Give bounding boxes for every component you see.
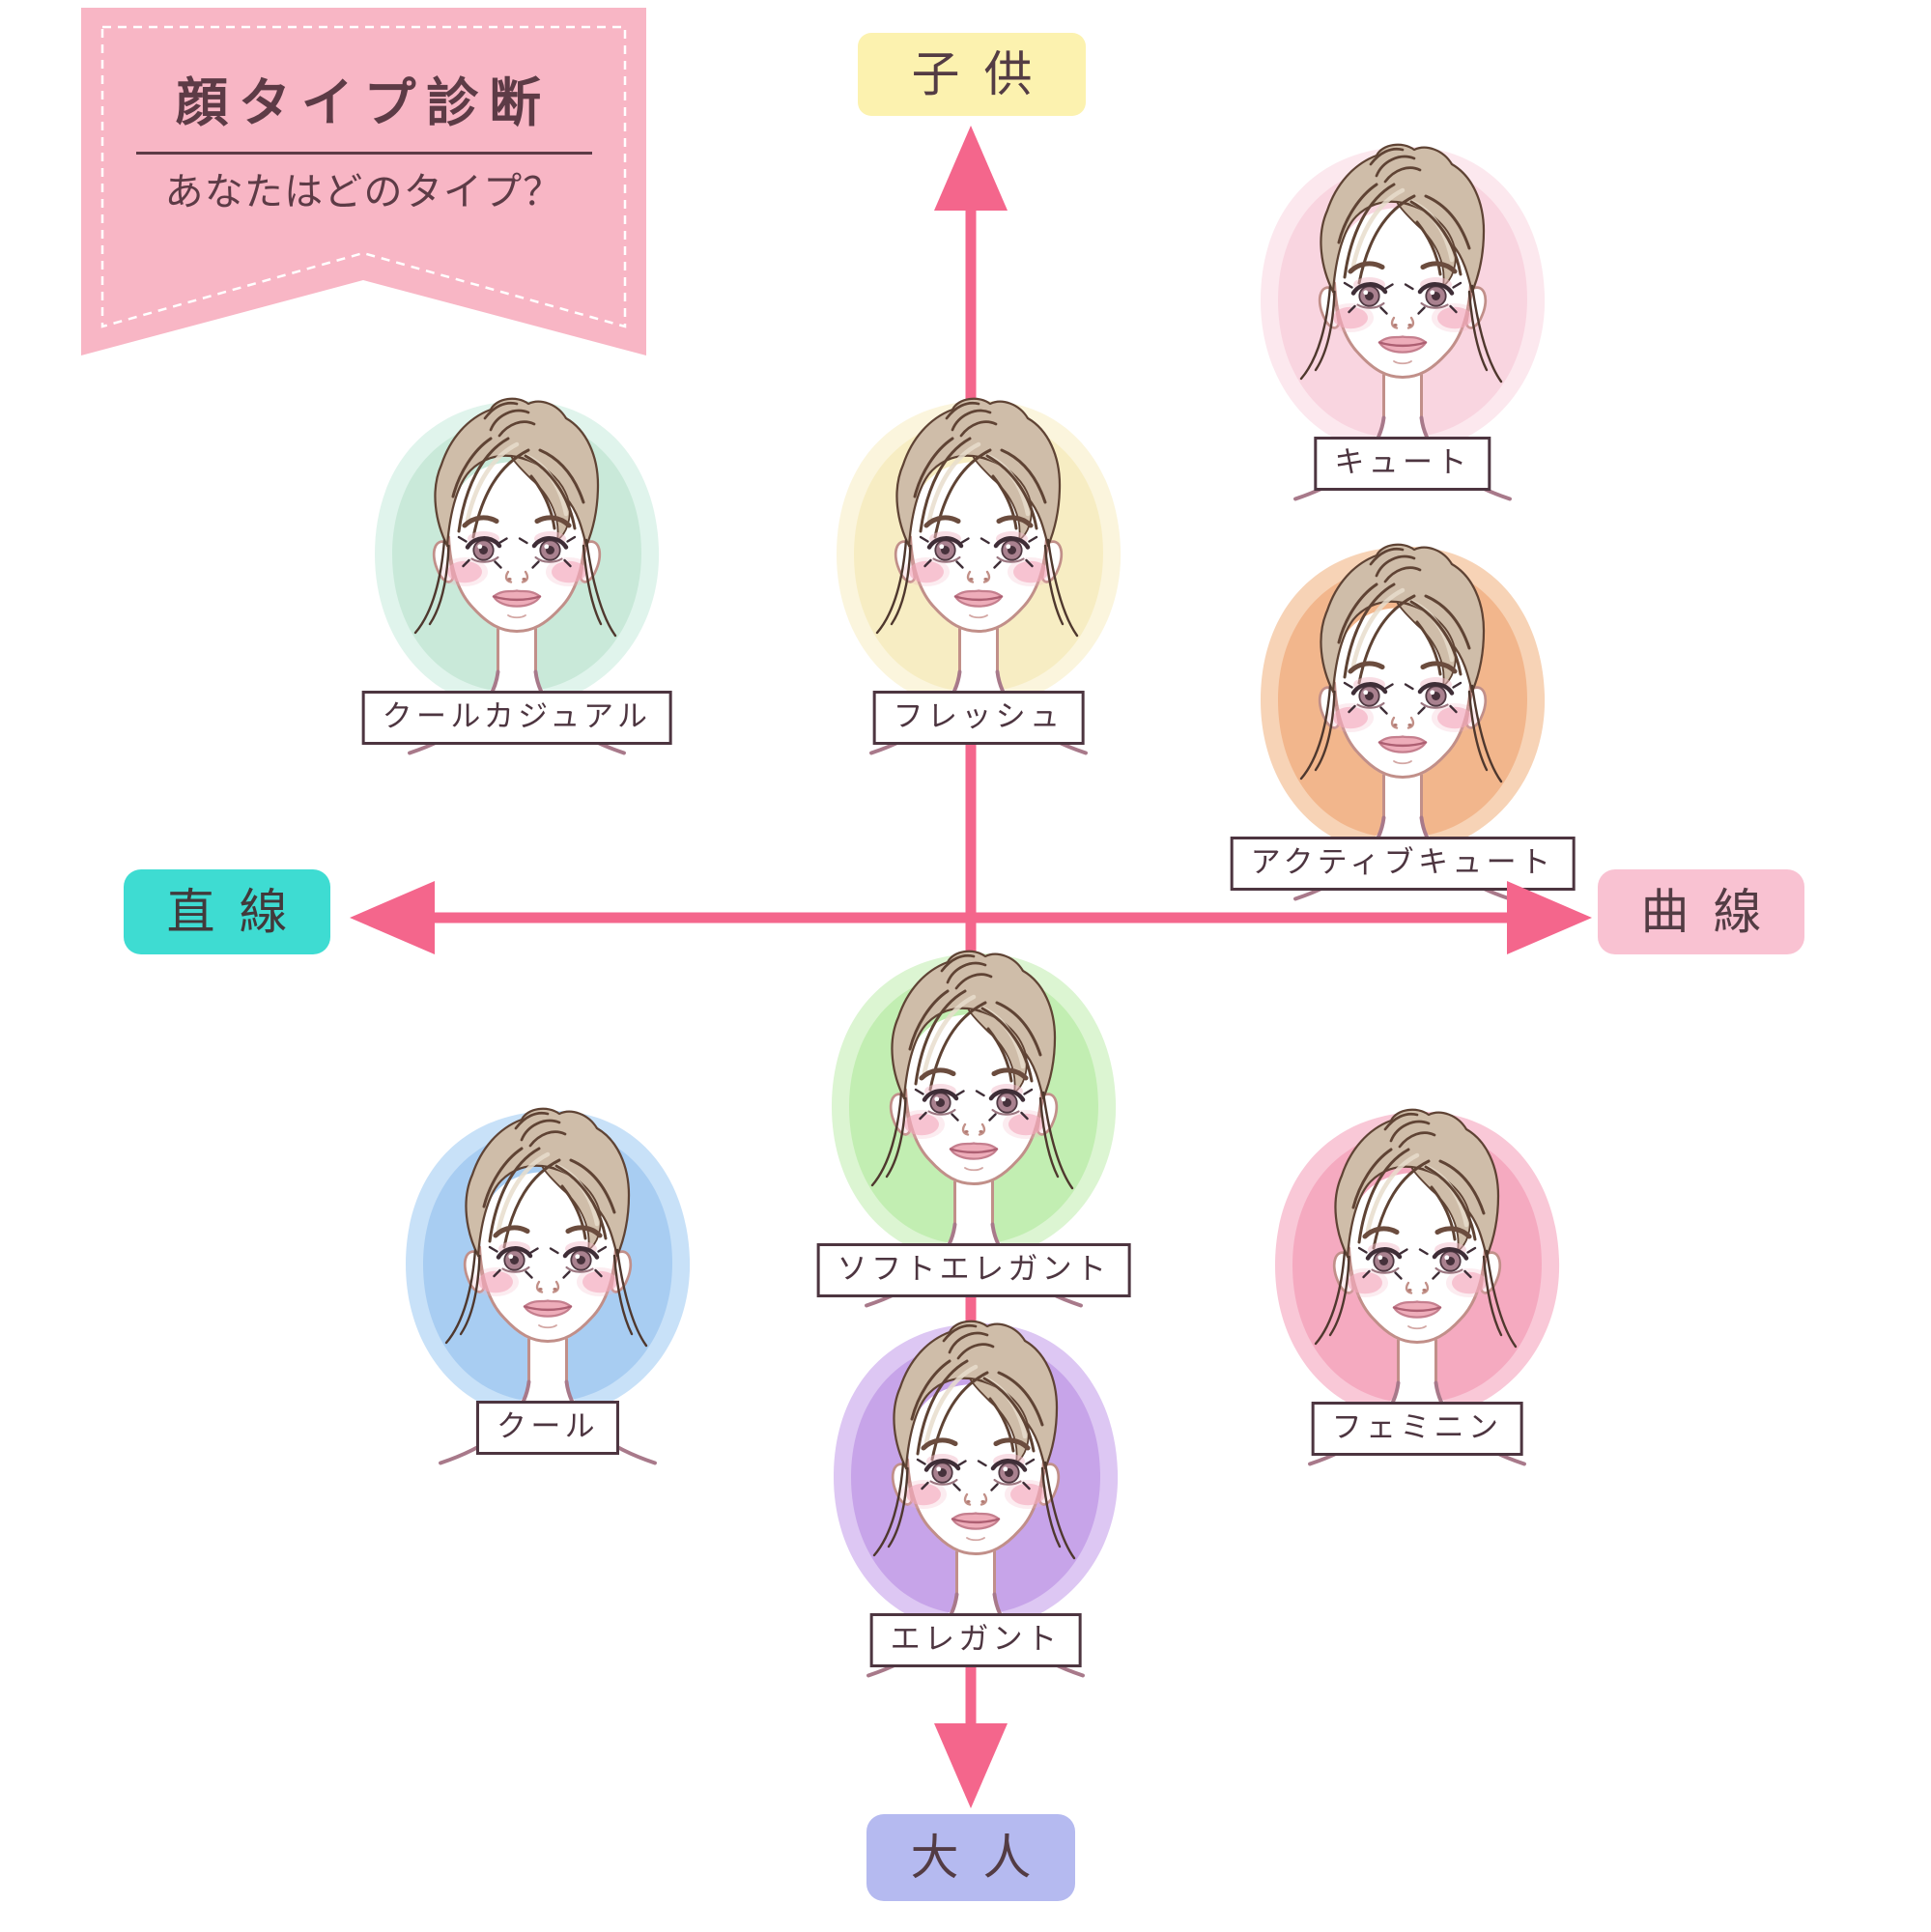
face-type-soft-elegant: ソフトエレガント bbox=[814, 939, 1133, 1359]
face-type-elegant: エレガント bbox=[816, 1309, 1135, 1729]
axis-label-adult: 大人 bbox=[910, 1831, 1056, 1885]
face-type-label: フレッシュ bbox=[872, 691, 1085, 745]
face-type-label: エレガント bbox=[869, 1613, 1082, 1667]
face-type-label: クールカジュアル bbox=[361, 691, 672, 745]
face-type-label: アクティブキュート bbox=[1230, 837, 1576, 891]
face-type-active-cute: アクティブキュート bbox=[1230, 532, 1576, 952]
banner-title: 顔タイプ診断 bbox=[135, 60, 592, 155]
axis-cap-left: 直線 bbox=[124, 869, 330, 954]
face-type-label: ソフトエレガント bbox=[816, 1243, 1131, 1297]
axis-arrow-down bbox=[934, 1723, 1008, 1808]
face-type-cute: キュート bbox=[1243, 132, 1562, 553]
face-type-label: キュート bbox=[1314, 437, 1491, 491]
axis-cap-top: 子供 bbox=[858, 33, 1086, 116]
axis-cap-right: 曲線 bbox=[1598, 869, 1804, 954]
face-type-cool: クール bbox=[388, 1096, 707, 1517]
axis-arrow-left bbox=[350, 881, 435, 954]
ribbon-shape bbox=[81, 8, 646, 355]
face-type-label: クール bbox=[475, 1401, 620, 1455]
axis-cap-bottom: 大人 bbox=[866, 1814, 1075, 1901]
face-type-fresh: フレッシュ bbox=[819, 386, 1138, 807]
face-type-label: フェミニン bbox=[1311, 1402, 1523, 1456]
banner-subtitle: あなたはどのタイプ？ bbox=[164, 171, 563, 213]
title-banner: 顔タイプ診断 あなたはどのタイプ？ bbox=[81, 8, 646, 365]
face-type-cool-casual: クールカジュアル bbox=[357, 386, 676, 807]
axis-label-straight: 直線 bbox=[166, 885, 312, 939]
axis-label-curve: 曲線 bbox=[1640, 885, 1786, 939]
axis-arrow-up bbox=[934, 126, 1008, 211]
face-type-feminine: フェミニン bbox=[1258, 1097, 1576, 1518]
axis-label-child: 子供 bbox=[911, 47, 1057, 101]
